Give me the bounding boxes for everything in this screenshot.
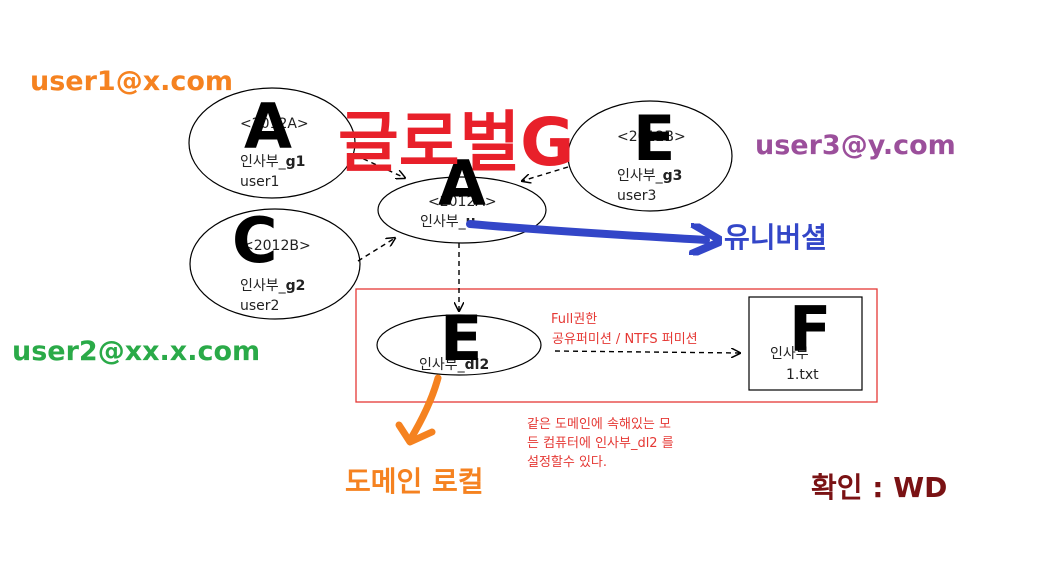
confirm-label: 확인 : WD [811,471,947,504]
node-g2: <2012B> 인사부_g2 user2 C [189,204,361,320]
node-g1-group: 인사부_g1 [240,154,305,170]
node-g2-tag: <2012B> [242,238,311,254]
node-g1: <2012A> 인사부_g1 user1 A [188,87,356,199]
global-label: 글로벌G [338,104,574,181]
node-g3-tag: <2012B> [617,129,686,145]
node-g2-letter: C [232,204,278,277]
arrow-g1-to-u [354,154,405,178]
node-file: 인사부 1.txt F [748,293,863,391]
note-line-3: 설정할수 있다. [527,455,607,470]
universal-label: 유니버셜 [724,221,827,254]
node-domain-local: 인사부_dl2 E [376,302,542,376]
node-dl2-letter: E [440,302,482,375]
email-user1: user1@x.com [30,66,233,97]
note-line-1: 같은 도메인에 속해있는 모 [527,417,671,432]
node-g1-letter: A [244,90,292,163]
email-user3: user3@y.com [755,130,956,161]
domain-local-label: 도메인 로컬 [345,465,484,498]
node-dl2-group: 인사부_dl2 [419,357,489,373]
arrow-g3-to-u [522,166,569,181]
node-g3-group: 인사부_g3 [617,168,682,184]
node-dl2-ellipse [376,314,542,376]
arrow-g2-to-u [357,238,395,262]
file-box [748,296,863,391]
arrow-dl2-to-file [554,351,740,353]
domain-local-arrow-head [395,421,436,446]
universal-arrow [466,220,706,240]
note-line-2: 든 컴퓨터에 인사부_dl2 를 [527,436,674,451]
node-g3: <2012B> 인사부_g3 user3 E [567,100,733,212]
email-user2: user2@xx.x.com [12,336,260,367]
domain-local-box [355,288,878,403]
node-g2-group: 인사부_g2 [240,278,305,294]
node-g1-tag: <2012A> [240,116,309,132]
node-g3-letter: E [633,102,675,175]
node-u-tag: <2012A> [428,194,497,210]
node-g1-user: user1 [240,174,279,190]
node-u-letter: A [438,147,486,220]
file-name-label: 1.txt [786,367,819,383]
node-g2-ellipse [189,208,361,320]
node-g3-user: user3 [617,188,656,204]
file-folder-label: 인사부 [770,346,809,362]
file-letter: F [789,293,831,366]
node-g3-ellipse [567,100,733,212]
node-g2-user: user2 [240,298,279,314]
domain-local-arrow [406,374,442,444]
node-universal: <2012A> 인사부_u A [377,147,547,244]
share-ntfs-permission-label: 공유퍼미션 / NTFS 퍼미션 [552,332,698,347]
full-permission-label: Full권한 [551,312,597,327]
node-g1-ellipse [188,87,356,199]
